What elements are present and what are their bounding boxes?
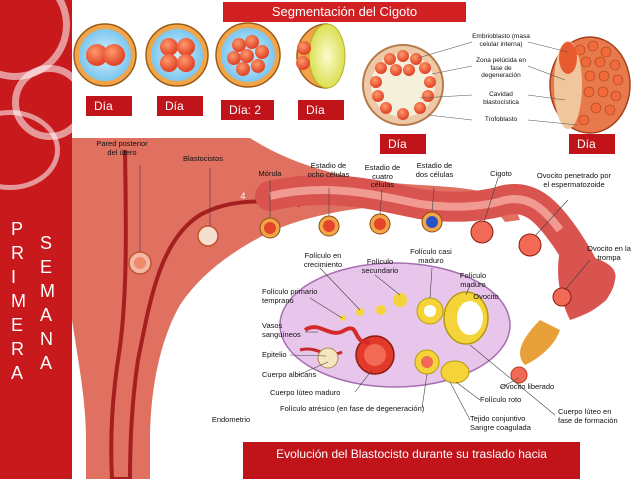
label-luteo-formacion: Cuerpo lúteo en fase de formación: [558, 407, 618, 425]
uterus-pointers: [139, 165, 591, 291]
label-cuatro-celulas: Estadio de cuatro células: [364, 163, 401, 189]
vertical-letter: M: [11, 291, 26, 311]
label-zona-pelucida: Zona pelúcida en fase de degeneración: [476, 57, 526, 79]
stage-label-blastocyst-3d: Día: [569, 134, 615, 154]
stage-label-four-cell: Día: [157, 96, 203, 116]
vertical-letter: A: [40, 353, 53, 373]
ovary-pointers: [289, 267, 556, 421]
vertical-letter: R: [11, 243, 24, 263]
vertical-letter: M: [40, 281, 55, 301]
label-sangre: Sangre coagulada: [470, 423, 531, 432]
label-albicans: Cuerpo albicans: [262, 370, 317, 379]
label-foliculo-casi-maduro: Folículo casi maduro: [410, 247, 452, 265]
uterus: [72, 138, 520, 479]
label-embrioblasto: Embrioblasto (masa celular interna): [472, 33, 530, 48]
stage-label-early-blastocyst: Día: [298, 100, 344, 120]
label-trofoblasto: Trofoblasto: [484, 116, 518, 123]
stage-label-two-cell: Día: [86, 96, 132, 116]
ovary: [279, 262, 528, 388]
caption-text: Evolución del Blastocisto durante su tra…: [276, 447, 547, 461]
stage-label-blastocyst-section: Día: [380, 134, 426, 154]
stage-label-morula: Día: 2: [221, 100, 274, 120]
marker-number: 4: [240, 191, 246, 201]
morula-stage: [215, 22, 281, 88]
label-epitelio: Epitelio: [262, 350, 287, 359]
label-foliculo-primario: Folículo primario temprano: [262, 287, 318, 305]
vertical-letter: A: [11, 363, 24, 383]
label-ovocito-liberado: Ovocito liberado: [500, 382, 555, 391]
label-cigoto: Cigoto: [490, 169, 512, 178]
uterine-tube-lumen: [269, 186, 564, 233]
vertical-letter: R: [11, 339, 24, 359]
vertical-letter: I: [11, 267, 17, 287]
early-blastocyst-stage: [296, 23, 346, 89]
page-title: Segmentación del Cigoto: [223, 2, 466, 22]
two-cell-stage: [73, 23, 137, 87]
label-ovocito: Ovocito: [473, 292, 499, 301]
label-foliculo-secundario: Folículo secundario: [361, 257, 399, 275]
fimbriae: [520, 250, 616, 365]
vertical-letter: A: [40, 305, 53, 325]
label-ocho-celulas: Estadio de ocho células: [307, 161, 350, 179]
label-luteo-maduro: Cuerpo lúteo maduro: [270, 388, 341, 397]
caption-banner: Evolución del Blastocisto durante su tra…: [243, 442, 580, 479]
blastocyst-3d: [549, 36, 631, 134]
label-pared-posterior: Pared posterior del útero: [96, 139, 148, 157]
label-ovocito-trompa: Ovocito en la trompa: [587, 244, 631, 262]
vertical-letter: N: [40, 329, 53, 349]
vertical-letter: S: [40, 233, 53, 253]
label-dos-celulas: Estadio de dos células: [415, 161, 454, 179]
label-endometrio: Endometrio: [211, 415, 251, 424]
label-foliculo-maduro: Folículo maduro: [459, 271, 487, 289]
sidebar: [0, 0, 72, 479]
label-atresico: Folículo atrésico (en fase de degeneraci…: [280, 404, 425, 413]
blastocyst-pointers: [417, 41, 579, 126]
vertical-letter: E: [11, 315, 24, 335]
vertical-letter: E: [40, 257, 53, 277]
label-vasos: Vasos sanguíneos: [262, 321, 301, 339]
label-tejido: Tejido conjuntivo: [470, 414, 526, 423]
tube-stages: [128, 211, 572, 307]
label-morula: Mórula: [258, 169, 282, 178]
vertical-letter: P: [11, 219, 24, 239]
label-blastocistos: Blastocistos: [182, 154, 224, 163]
label-cavidad: Cavidad blastocística: [483, 91, 519, 106]
label-foliculo-roto: Folículo roto: [480, 395, 522, 404]
label-ovocito-penetrado: Ovocito penetrado por el espermatozoide: [536, 171, 612, 189]
label-foliculo-crecimiento: Folículo en crecimiento: [303, 251, 343, 269]
four-cell-stage: [145, 23, 209, 87]
blastocyst-cross-section: [362, 44, 444, 126]
